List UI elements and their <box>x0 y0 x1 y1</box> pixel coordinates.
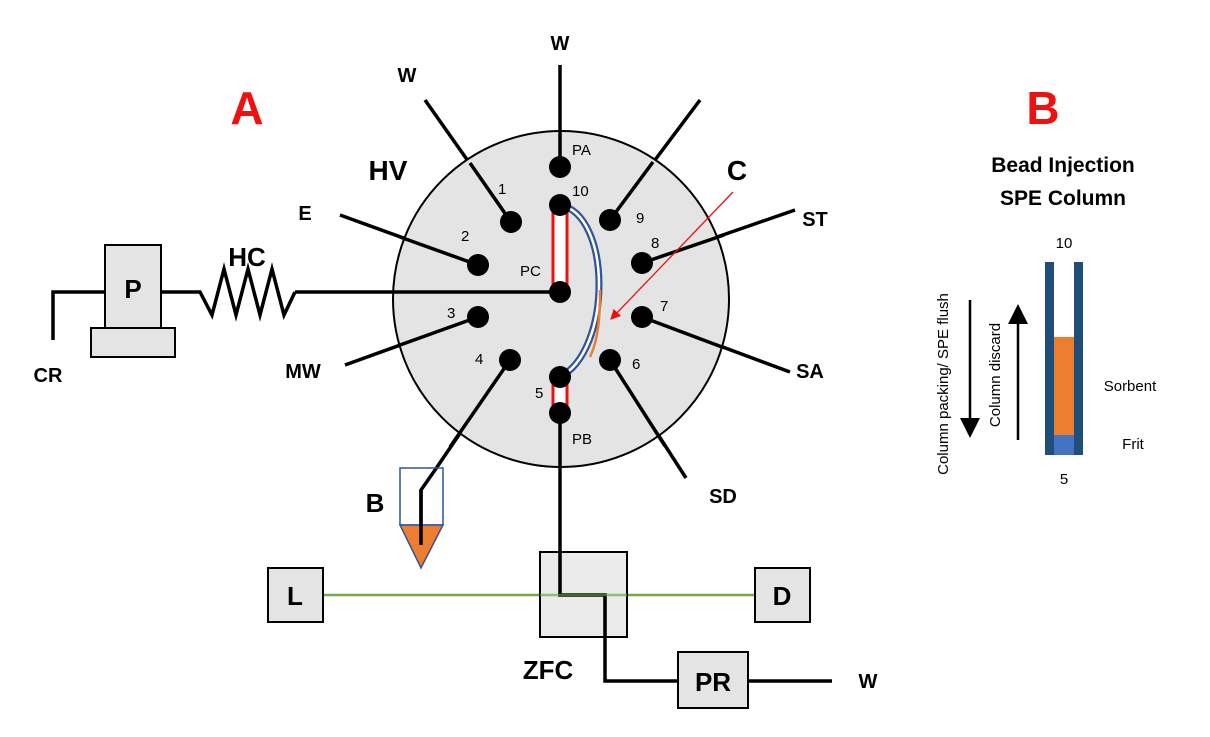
valve-inner-lines <box>295 131 725 467</box>
port-10 <box>549 194 571 216</box>
sorbent-bed <box>1054 337 1074 435</box>
sorbent-label: Sorbent <box>1104 378 1157 395</box>
mw-label: MW <box>285 361 321 383</box>
flow-cell-label: ZFC <box>523 655 574 685</box>
detector-box <box>754 567 811 623</box>
valve-ports <box>467 156 653 424</box>
port-label-2: 2 <box>461 228 469 245</box>
port-6 <box>599 349 621 371</box>
port-label-4: 4 <box>475 351 483 368</box>
c-pointer-arrow <box>610 191 734 320</box>
pump-body <box>104 244 162 329</box>
port-4 <box>499 349 521 371</box>
detector-label: D <box>773 581 792 611</box>
port-label-3: 3 <box>447 305 455 322</box>
cr-label: CR <box>34 365 63 387</box>
hv-label: HV <box>369 155 408 186</box>
column-packing-label: Column packing/ SPE flush <box>935 293 952 475</box>
port-2 <box>467 254 489 276</box>
port-5 <box>549 366 571 388</box>
column-bottom-port-label: 5 <box>1060 471 1068 488</box>
port-pb <box>549 402 571 424</box>
port-1 <box>500 211 522 233</box>
port-label-9: 9 <box>636 210 644 227</box>
column-wall-right <box>1074 262 1083 455</box>
w-out-label: W <box>859 671 878 693</box>
port-label-10: 10 <box>572 183 589 200</box>
port-label-pc: PC <box>520 263 541 280</box>
port-label-8: 8 <box>651 235 659 252</box>
pressure-restrictor-label: PR <box>695 667 731 697</box>
port-label-6: 6 <box>632 356 640 373</box>
e-label: E <box>298 203 311 225</box>
pump-base <box>90 327 176 358</box>
spe-column-schematic <box>1045 262 1083 455</box>
hc-label: HC <box>228 242 266 272</box>
light-source-label: L <box>287 581 303 611</box>
st-label: ST <box>802 209 828 231</box>
port-label-5: 5 <box>535 385 543 402</box>
port-label-pa: PA <box>572 142 591 159</box>
column-wall-left <box>1045 262 1054 455</box>
sa-label: SA <box>796 361 824 383</box>
column-top-port-label: 10 <box>1056 235 1073 252</box>
c-label: C <box>727 155 747 186</box>
port-9 <box>599 209 621 231</box>
port-pc <box>549 281 571 303</box>
panel-b-title-line1: Bead Injection <box>991 154 1135 177</box>
pump-label: P <box>124 274 141 304</box>
holding-coil <box>160 262 297 322</box>
pressure-restrictor-box <box>677 651 749 709</box>
port-3 <box>467 306 489 328</box>
frit-label: Frit <box>1122 436 1144 453</box>
cr-line <box>51 290 105 340</box>
panel-b-title-line2: SPE Column <box>1000 187 1126 210</box>
panel-a-label: A <box>230 82 263 134</box>
panel-b-label: B <box>1026 82 1059 134</box>
bead-vial-label: B <box>366 488 385 518</box>
port-7 <box>631 306 653 328</box>
light-source-box <box>267 567 324 623</box>
frit <box>1054 435 1074 455</box>
sd-label: SD <box>709 486 737 508</box>
w-top-label: W <box>551 33 570 55</box>
port-label-7: 7 <box>660 298 668 315</box>
port-label-1: 1 <box>498 181 506 198</box>
column-discard-label: Column discard <box>987 323 1004 427</box>
port-pa <box>549 156 571 178</box>
port-label-pb: PB <box>572 431 592 448</box>
spe-column-curve <box>558 201 603 381</box>
w-left-label: W <box>398 65 417 87</box>
bead-vial <box>398 467 445 570</box>
port-8 <box>631 252 653 274</box>
